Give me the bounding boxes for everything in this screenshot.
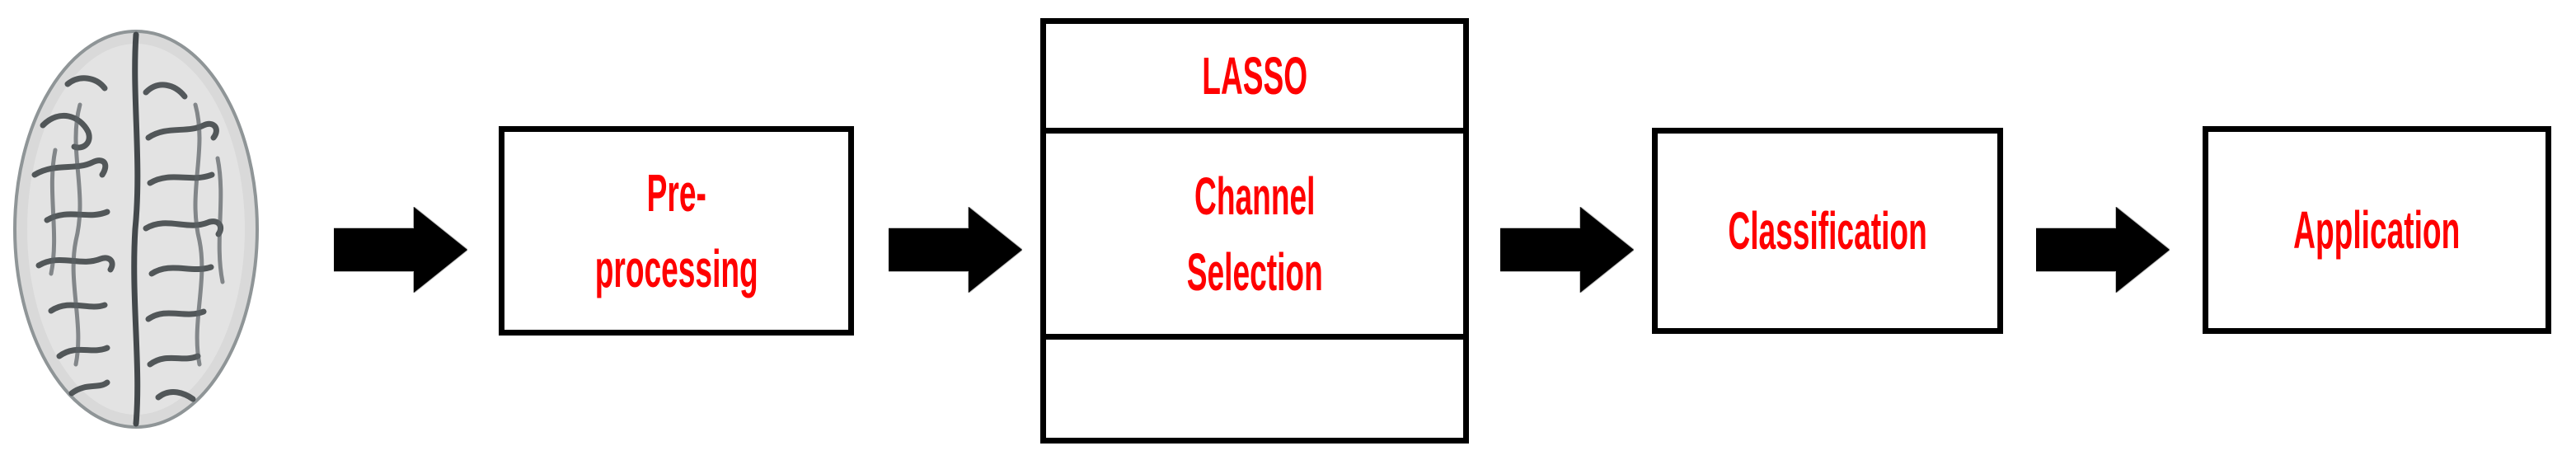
- arrow-right-icon: [1500, 207, 1634, 293]
- channel-selection-section: Channel Selection: [1046, 134, 1463, 340]
- lasso-method-section: LASSO: [1046, 24, 1463, 134]
- lasso-method-label: LASSO: [1202, 46, 1307, 106]
- channel-selection-label-line1: Channel: [1194, 166, 1316, 226]
- node-preprocessing: Pre- processing: [499, 126, 854, 336]
- classification-label: Classification: [1728, 201, 1927, 261]
- node-channel-selection: LASSO Channel Selection: [1040, 18, 1469, 444]
- preprocessing-label-line1: Pre-: [646, 163, 706, 223]
- brain-icon: [13, 30, 259, 429]
- arrow-right-icon: [889, 207, 1022, 293]
- node-application: Application: [2203, 126, 2551, 334]
- node-classification: Classification: [1652, 128, 2003, 334]
- application-label: Application: [2293, 200, 2461, 260]
- preprocessing-label-line2: processing: [594, 239, 758, 298]
- channel-selection-label: Channel Selection: [1186, 158, 1322, 310]
- arrow-right-icon: [2036, 207, 2170, 293]
- preprocessing-label: Pre- processing: [594, 155, 758, 307]
- lasso-empty-section: [1046, 340, 1463, 432]
- arrow-right-icon: [334, 207, 467, 293]
- channel-selection-label-line2: Selection: [1186, 242, 1323, 302]
